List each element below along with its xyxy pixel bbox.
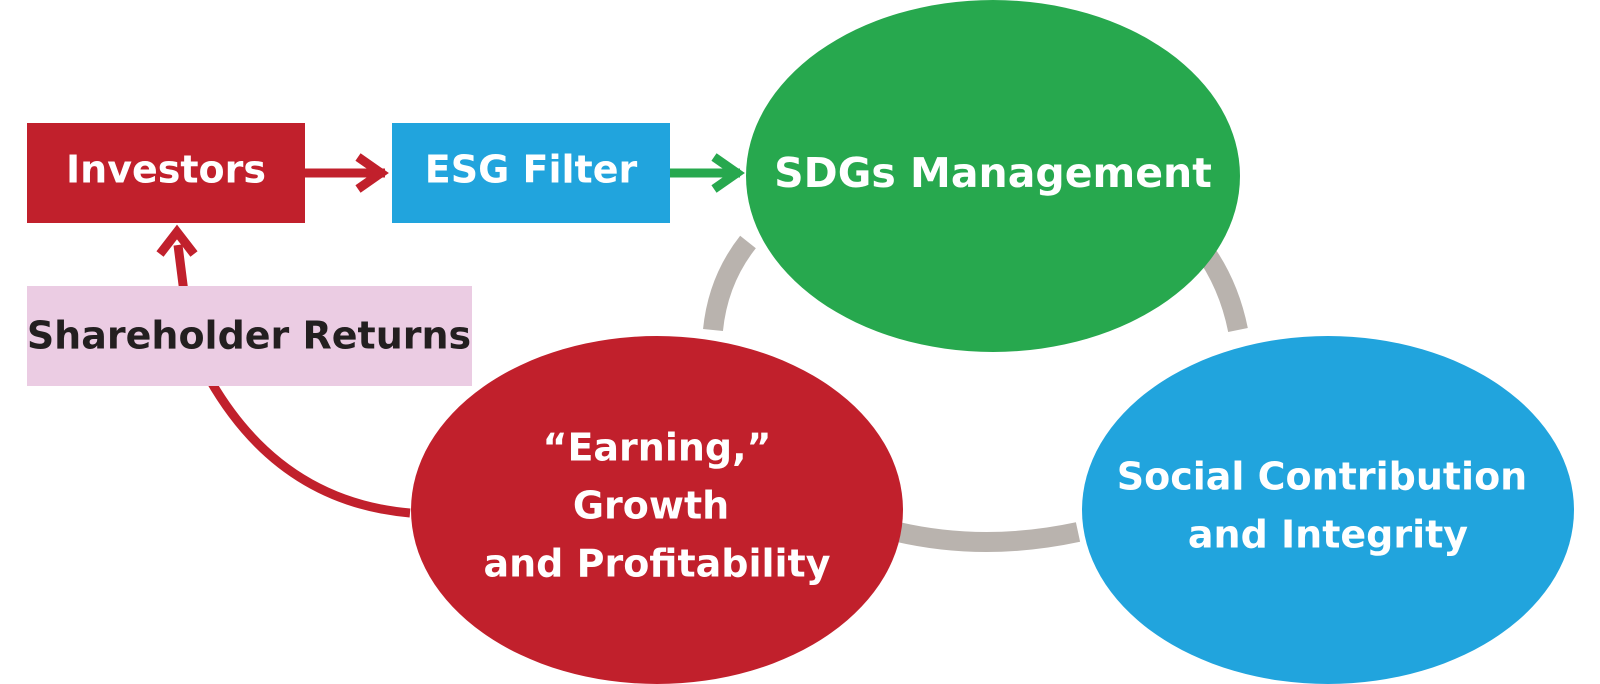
earning-line-3: and Profitability [483, 542, 830, 586]
earning-line-1: “Earning,” [542, 426, 771, 470]
investors-box [27, 123, 305, 223]
social-contribution-ellipse [1082, 336, 1574, 684]
connector-sdgs-earning [703, 235, 756, 332]
esg-filter-label: ESG Filter [425, 148, 638, 192]
esg-filter-box [392, 123, 670, 223]
shareholder-returns-label: Shareholder Returns [27, 314, 471, 358]
arrow-esg-sdgs-head [711, 153, 745, 193]
shareholder-returns-box [27, 286, 472, 386]
earning-ellipse [411, 336, 903, 684]
arrow-investors-esg-head [355, 153, 389, 193]
investors-label: Investors [66, 148, 266, 192]
social-line-1: Social Contribution [1117, 455, 1528, 499]
earning-line-2: Growth [573, 484, 729, 528]
social-line-2: and Integrity [1188, 513, 1468, 557]
sdgs-management-label: SDGs Management [774, 149, 1212, 197]
sdgs-management-ellipse [746, 0, 1240, 352]
return-arrow-head [156, 224, 198, 257]
connector-earning-social [895, 522, 1081, 552]
